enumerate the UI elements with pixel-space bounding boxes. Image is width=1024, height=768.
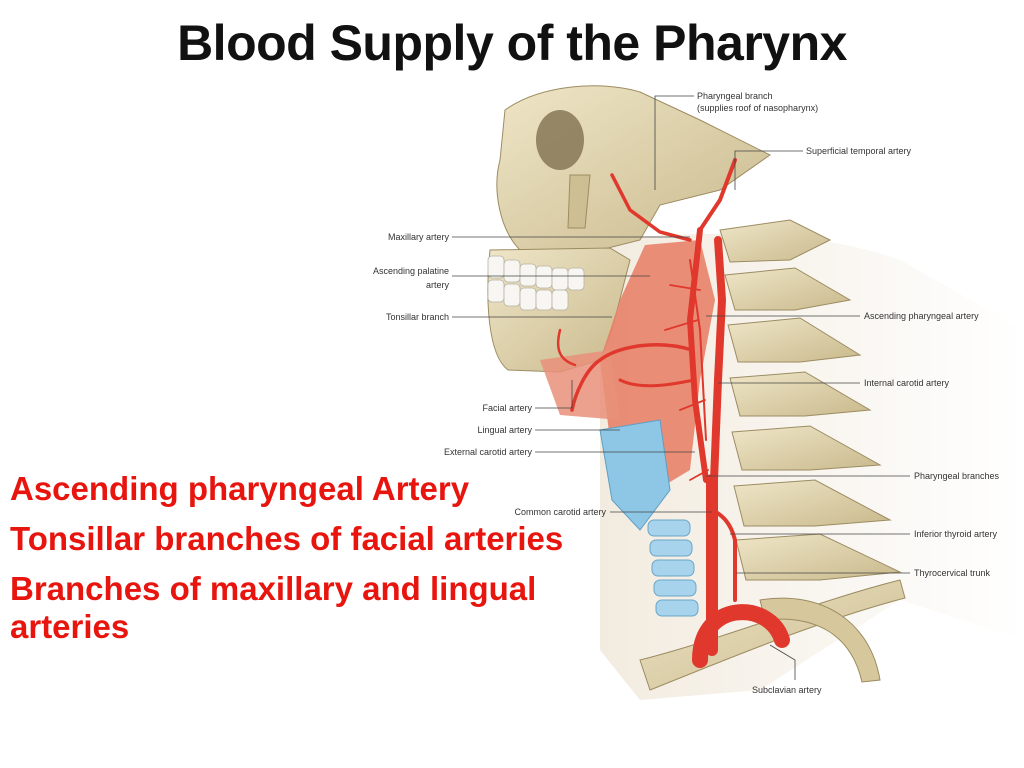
label-maxillary-artery: Maxillary artery — [388, 232, 450, 242]
label-ascending-pharyngeal-artery: Ascending pharyngeal artery — [864, 311, 979, 321]
ascending-pharyngeal-artery-vessel — [689, 259, 707, 441]
bullet-list: Ascending pharyngeal Artery Tonsillar br… — [10, 470, 660, 658]
label-pharyngeal-branch-note: (supplies roof of nasopharynx) — [697, 103, 818, 113]
internal-carotid-artery-vessel — [710, 236, 727, 484]
superficial-temporal-artery-vessel — [698, 158, 737, 232]
bullet-item: Tonsillar branches of facial arteries — [10, 520, 564, 557]
external-carotid-artery-vessel — [686, 227, 709, 483]
label-pharyngeal-branches: Pharyngeal branches — [914, 471, 1000, 481]
bullet-item: Branches of maxillary and lingual arteri… — [10, 570, 537, 645]
teeth — [487, 255, 585, 311]
leader-lines — [452, 95, 910, 680]
trachea — [647, 519, 699, 617]
lingual-artery-vessel — [618, 378, 696, 388]
label-facial-artery: Facial artery — [482, 403, 532, 413]
inferior-thyroid-artery-vessel — [714, 510, 737, 602]
label-tonsillar-branch: Tonsillar branch — [386, 312, 449, 322]
thyroid-cartilage — [599, 419, 671, 531]
label-lingual-artery: Lingual artery — [477, 425, 532, 435]
first-rib — [759, 597, 881, 683]
label-subclavian-artery: Subclavian artery — [752, 685, 822, 695]
label-external-carotid-artery: External carotid artery — [444, 447, 533, 457]
bullet-item: Ascending pharyngeal Artery — [10, 470, 470, 507]
label-pharyngeal-branch: Pharyngeal branch — [697, 91, 773, 101]
label-inferior-thyroid-artery: Inferior thyroid artery — [914, 529, 998, 539]
slide-title: Blood Supply of the Pharynx — [177, 15, 847, 71]
maxillary-artery-vessel — [610, 173, 692, 242]
facial-artery-vessel — [570, 343, 694, 412]
label-common-carotid-artery: Common carotid artery — [514, 507, 606, 517]
label-internal-carotid-artery: Internal carotid artery — [864, 378, 950, 388]
label-superficial-temporal-artery: Superficial temporal artery — [806, 146, 912, 156]
orbit — [536, 110, 584, 170]
subclavian-artery-vessel — [692, 604, 790, 668]
label-thyrocervical-trunk: Thyrocervical trunk — [914, 568, 991, 578]
label-ascending-palatine-line2: artery — [426, 280, 450, 290]
label-ascending-palatine-line1: Ascending palatine — [373, 266, 449, 276]
arteries — [556, 158, 790, 668]
cervical-vertebrae — [719, 219, 902, 581]
zygomatic-bone — [567, 174, 591, 229]
